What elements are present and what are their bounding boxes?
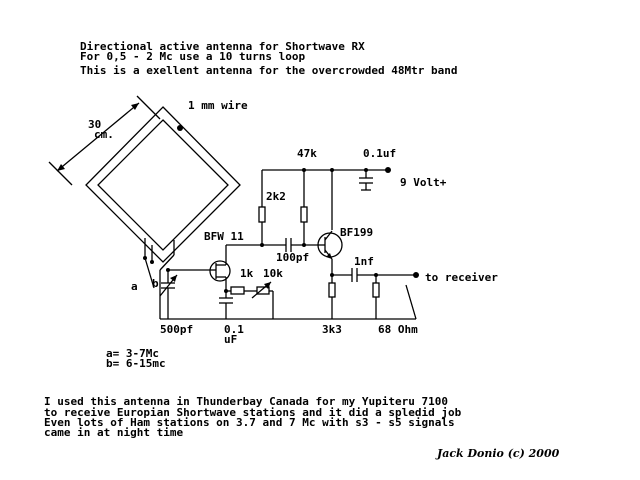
wire-label: 1 mm wire	[188, 99, 248, 112]
bfw11-fet	[209, 244, 262, 291]
pot-10k-label: 10k	[263, 267, 283, 280]
capacitor-1nf-label: 1nf	[354, 255, 374, 268]
resistor-2k2	[258, 170, 266, 245]
resistor-1k-label: 1k	[240, 267, 254, 280]
capacitor-0-1-label: 0.1	[224, 323, 244, 336]
note-line-3: Even lots of Ham stations on 3.7 and 7 M…	[44, 416, 455, 429]
dimension-cm: cm.	[94, 128, 114, 141]
supply-terminal	[385, 167, 391, 173]
title-line-2: For 0,5 - 2 Mc use a 10 turns loop	[80, 50, 306, 63]
capacitor-100pf-label: 100pf	[276, 251, 309, 264]
title-line-1: Directional active antenna for Shortwave…	[80, 40, 365, 53]
dimension-30: 30	[88, 118, 101, 131]
resistor-3k3-label: 3k3	[322, 323, 342, 336]
note-line-2: to receive Europian Shortwave stations a…	[44, 406, 462, 419]
capacitor-100pf	[262, 238, 318, 252]
tap-b-label: b	[152, 277, 159, 290]
resistor-1k	[226, 286, 257, 295]
supply-label: 9 Volt+	[400, 176, 447, 189]
resistor-2k2-label: 2k2	[266, 190, 286, 203]
wire-dot	[177, 125, 183, 131]
tap-a-dot	[143, 256, 147, 260]
capacitor-1nf	[332, 268, 416, 282]
output-ground-lead	[405, 284, 417, 320]
resistor-3k3	[328, 275, 336, 319]
capacitor-0-1uf-top-label: 0.1uf	[363, 147, 396, 160]
band-a-note: a= 3-7Mc	[106, 347, 159, 360]
to-receiver-label: to receiver	[425, 271, 498, 284]
loop-outer	[85, 106, 241, 263]
capacitor-0-1-unit: uF	[224, 333, 237, 346]
loop-inner	[97, 119, 229, 251]
capacitor-0-1uf	[219, 291, 233, 319]
note-line-4: came in at night time	[44, 426, 183, 439]
bf199-label: BF199	[340, 226, 373, 239]
resistor-47k-label: 47k	[297, 147, 317, 160]
potentiometer-10k	[251, 281, 274, 319]
resistor-47k	[300, 170, 308, 245]
loop-antenna	[85, 106, 241, 263]
capacitor-500pf-label: 500pf	[160, 323, 193, 336]
resistor-68-label: 68 Ohm	[378, 323, 418, 336]
bfw11-label: BFW 11	[204, 230, 244, 243]
dimension-marker	[48, 95, 161, 186]
note-line-1: I used this antenna in Thunderbay Canada…	[44, 395, 448, 408]
tap-b-dot	[150, 260, 154, 264]
output-terminal	[413, 272, 419, 278]
title-line-3: This is a exellent antenna for the overc…	[80, 64, 458, 77]
bf199-transistor	[317, 230, 343, 275]
tap-a-label: a	[131, 280, 138, 293]
variable-capacitor-500pf	[159, 269, 210, 319]
resistor-68-ohm	[372, 275, 380, 319]
loop-leads	[144, 238, 175, 319]
band-b-note: b= 6-15mc	[106, 357, 166, 370]
author-signature: Jack Donio (c) 2000	[435, 447, 560, 460]
